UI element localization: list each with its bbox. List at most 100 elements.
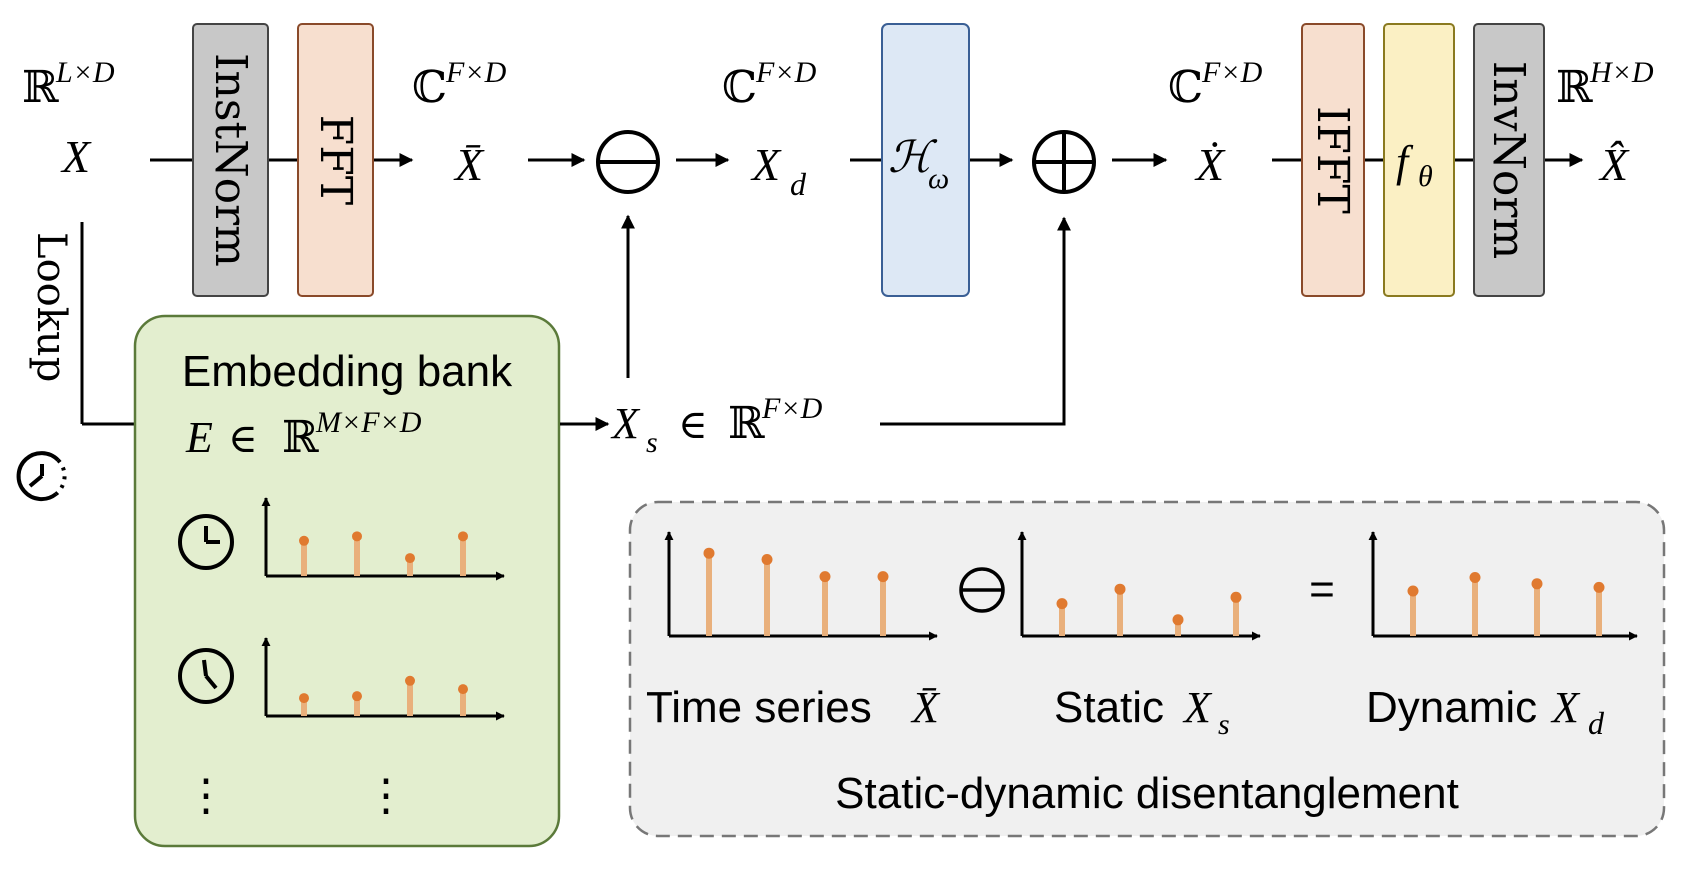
minus-circle (596, 130, 660, 194)
input-space-symbol: ℝ (22, 62, 59, 113)
bank-chart-1-dot (405, 553, 415, 564)
instnorm-label: InstNorm (205, 53, 256, 267)
xbar-space-symbol: ℂ (412, 62, 447, 113)
fft-block: FFT (297, 23, 374, 297)
instnorm-block: InstNorm (192, 23, 269, 297)
xd-space-dims: F×D (755, 56, 817, 89)
ellipsis-left: ⋮ (184, 770, 228, 821)
dynamic-label-sub: d (1588, 705, 1605, 741)
panel-minus-operator (959, 567, 1005, 613)
embedding-formula-var: E (185, 413, 213, 462)
ts-chart-dot (819, 571, 831, 583)
output-space-dims: H×D (1589, 56, 1654, 89)
static-chart-dot (1114, 583, 1126, 595)
static-chart-dot (1230, 591, 1242, 603)
instnorm-box (192, 23, 269, 297)
bank-chart-1-dot (299, 535, 309, 546)
static-space-symbol: ℝ (728, 398, 765, 449)
disentangle-box (628, 500, 1666, 838)
filter-block: ℋ ω (881, 23, 970, 297)
ts-var: X̄ (910, 683, 941, 732)
xd-variable: X (750, 139, 782, 190)
embedding-formula-in: ∈ (228, 416, 258, 462)
disentangle-panel: = Time series X̄ Static X s Dynamic X d … (628, 500, 1666, 838)
clock-icon (178, 514, 234, 570)
embedding-bank: Embedding bank E ∈ ℝ M×F×D ⋮ ⋮ (133, 314, 561, 848)
input-node: ℝ L×D X (22, 56, 115, 182)
fft-label: FFT (310, 115, 361, 205)
disentangle-caption: Static-dynamic disentanglement (835, 769, 1459, 818)
ftheta-box (1383, 23, 1455, 297)
input-variable: X (60, 131, 92, 182)
static-in: ∈ (678, 402, 708, 448)
bank-chart-1-dot (352, 531, 362, 542)
static-subscript: s (646, 426, 658, 459)
minus-operator (596, 130, 660, 194)
ellipsis-right: ⋮ (364, 770, 408, 821)
xd-node: ℂ F×D X d (722, 56, 817, 202)
static-chart-dot (1056, 598, 1068, 610)
ts-chart-dot (761, 554, 773, 565)
invnorm-block: InvNorm (1473, 23, 1545, 297)
static-label-sub: s (1218, 708, 1230, 741)
ts-chart-dot (877, 571, 889, 583)
xbar-space-dims: F×D (445, 56, 507, 89)
fft-box (297, 23, 374, 297)
xdot-space-symbol: ℂ (1168, 62, 1203, 113)
ts-chart (664, 531, 938, 641)
ftheta-block: f θ (1383, 23, 1455, 297)
dynamic-chart-dot (1469, 572, 1481, 583)
static-variable: X (610, 399, 641, 448)
output-space-symbol: ℝ (1556, 62, 1593, 113)
lookup-label: Lookup (28, 232, 74, 382)
panel-equals: = (1309, 565, 1335, 614)
arrow-static-to-plus (880, 216, 1071, 426)
bank-chart-2 (261, 637, 505, 721)
filter-box (881, 23, 970, 297)
embedding-formula-dims: M×F×D (315, 406, 422, 439)
dynamic-chart-dot (1531, 578, 1543, 590)
embedding-formula-symbol: ℝ (282, 412, 319, 463)
static-label: Static (1054, 683, 1164, 732)
ifft-block: IFFT (1301, 23, 1365, 297)
xdot-space-dims: F×D (1201, 56, 1263, 89)
bank-chart-2-dot (299, 693, 309, 704)
invnorm-box (1473, 23, 1545, 297)
dynamic-chart-dot (1593, 581, 1605, 593)
input-space-dims: L×D (55, 56, 115, 89)
filter-subscript: ω (928, 162, 949, 195)
ts-chart-dot (703, 547, 715, 559)
embedding-bank-title: Embedding bank (182, 347, 513, 396)
plus-operator (1032, 130, 1096, 194)
filter-label: ℋ (888, 132, 938, 183)
embedding-bank-panel (133, 314, 561, 848)
dynamic-label: Dynamic (1366, 683, 1537, 732)
dynamic-chart-dot (1407, 585, 1419, 597)
static-chart (1017, 531, 1261, 641)
xd-space-symbol: ℂ (722, 62, 757, 113)
ftheta-subscript: θ (1418, 160, 1433, 193)
clock-icon (178, 648, 234, 704)
bank-chart-1 (261, 497, 505, 581)
xbar-variable: X̄ (453, 139, 485, 190)
plus-circle (1032, 130, 1096, 194)
ifft-label: IFFT (1307, 106, 1358, 214)
invnorm-label: InvNorm (1483, 61, 1534, 259)
dynamic-chart (1368, 531, 1638, 641)
output-variable: X̂ (1598, 139, 1630, 190)
clock-dashed-icon (16, 451, 67, 502)
xdot-node: ℂ F×D Ẋ (1168, 56, 1263, 190)
dynamic-label-var: X (1550, 683, 1581, 732)
bank-chart-1-dot (458, 531, 468, 542)
ifft-box (1301, 23, 1365, 297)
static-node: X s ∈ ℝ F×D (610, 392, 823, 459)
bank-chart-2-dot (352, 691, 362, 702)
static-space-dims: F×D (761, 392, 823, 425)
xbar-node: ℂ F×D X̄ (412, 56, 507, 190)
static-chart-dot (1172, 614, 1184, 626)
ts-label: Time series (646, 683, 872, 732)
xdot-variable: Ẋ (1194, 139, 1226, 190)
output-node: ℝ H×D X̂ (1556, 56, 1654, 190)
bank-chart-2-dot (405, 675, 415, 686)
xd-subscript: d (790, 166, 807, 202)
